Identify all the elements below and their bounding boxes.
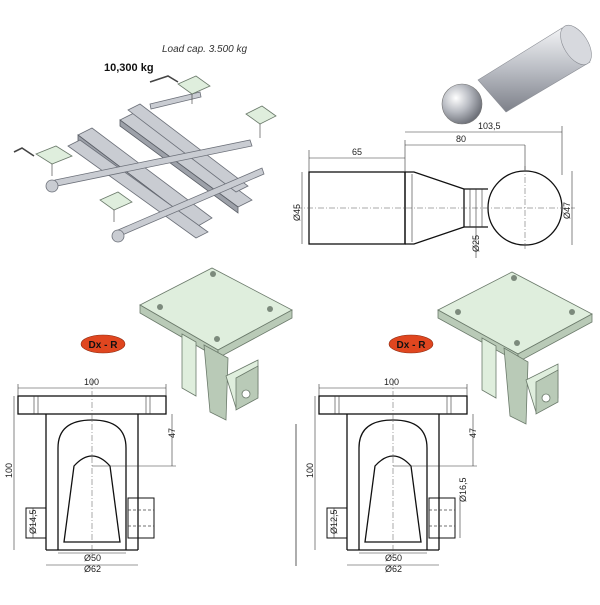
dim-plate-width: 100	[384, 377, 399, 387]
frame-assembly-3d	[13, 75, 277, 243]
dim-inner-diameter: Ø50	[84, 553, 101, 563]
dim-shaft-diameter: Ø45	[292, 204, 302, 221]
dim-ball-diameter: Ø47	[562, 202, 572, 219]
dim-47: 47	[468, 428, 478, 438]
dim-overall-height: 100	[305, 463, 315, 478]
weight-label: 10,300 kg	[104, 62, 154, 74]
ball-end	[111, 229, 125, 243]
dim-47: 47	[167, 428, 177, 438]
load-capacity-label: Load cap. 3.500 kg	[162, 44, 248, 55]
ball-end	[45, 179, 59, 193]
dim-neck-diameter: Ø25	[471, 235, 481, 252]
dim-inner-diameter: Ø50	[385, 553, 402, 563]
dim-total-length: 103,5	[478, 121, 501, 131]
dim-outer-diameter: Ø62	[385, 564, 402, 574]
support-right-drawing: 100 100 47 Ø12,5 Ø16,5 Ø50 Ø62	[305, 377, 478, 574]
badge-right-label: Dx - R	[397, 340, 427, 351]
badge-left-label: Dx - R	[89, 340, 119, 351]
dim-hole-diameter: Ø12,5	[329, 509, 339, 534]
ball-pin-3d	[441, 24, 592, 125]
ball-pin-drawing: 65 80 103,5 Ø45 Ø25 Ø47	[292, 121, 575, 258]
dim-pin-diameter: Ø16,5	[458, 477, 468, 502]
badge-left: Dx - R	[80, 334, 126, 354]
support-left-3d	[139, 267, 293, 421]
dim-neck-length: 80	[456, 134, 466, 144]
support-left-drawing: 100 100 47 Ø14,5 Ø50 Ø62	[4, 377, 177, 574]
badge-right: Dx - R	[388, 334, 434, 354]
dim-overall-height: 100	[4, 463, 14, 478]
dim-shaft-length: 65	[352, 147, 362, 157]
dim-outer-diameter: Ø62	[84, 564, 101, 574]
support-right-3d	[437, 271, 593, 425]
dim-hole-diameter: Ø14,5	[28, 509, 38, 534]
dim-plate-width: 100	[84, 377, 99, 387]
